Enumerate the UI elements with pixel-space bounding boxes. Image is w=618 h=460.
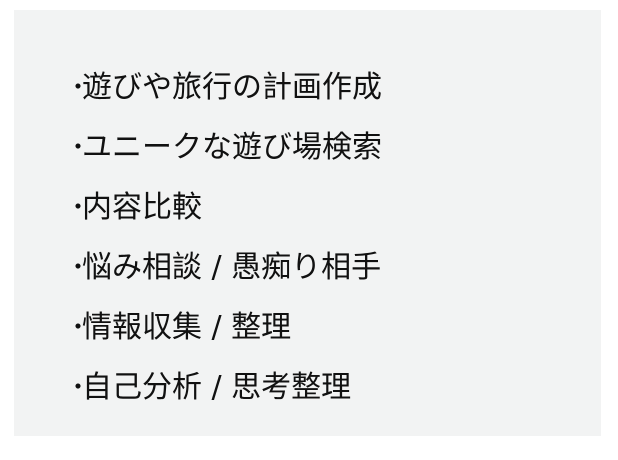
list-item: ・ 悩み相談 / 愚痴り相手 [66, 234, 382, 294]
list-item: ・ 自己分析 / 思考整理 [66, 354, 382, 414]
list-item: ・ ユニークな遊び場検索 [66, 114, 382, 174]
list-item-label: 自己分析 / 思考整理 [82, 370, 352, 405]
list-item-label: ユニークな遊び場検索 [82, 130, 382, 165]
bullet-icon: ・ [66, 72, 90, 101]
bullet-icon: ・ [66, 132, 90, 161]
list-item-label: 情報収集 / 整理 [82, 310, 292, 345]
list-item-label: 遊びや旅行の計画作成 [82, 70, 382, 105]
use-case-list: ・ 遊びや旅行の計画作成 ・ ユニークな遊び場検索 ・ 内容比較 ・ 悩み相談 … [66, 54, 382, 414]
list-item: ・ 遊びや旅行の計画作成 [66, 54, 382, 114]
list-item-label: 内容比較 [82, 190, 202, 225]
list-item: ・ 内容比較 [66, 174, 382, 234]
content-panel: ・ 遊びや旅行の計画作成 ・ ユニークな遊び場検索 ・ 内容比較 ・ 悩み相談 … [14, 10, 601, 436]
list-item: ・ 情報収集 / 整理 [66, 294, 382, 354]
bullet-icon: ・ [66, 252, 90, 281]
bullet-icon: ・ [66, 372, 90, 401]
list-item-label: 悩み相談 / 愚痴り相手 [82, 250, 382, 285]
bullet-icon: ・ [66, 192, 90, 221]
bullet-icon: ・ [66, 312, 90, 341]
